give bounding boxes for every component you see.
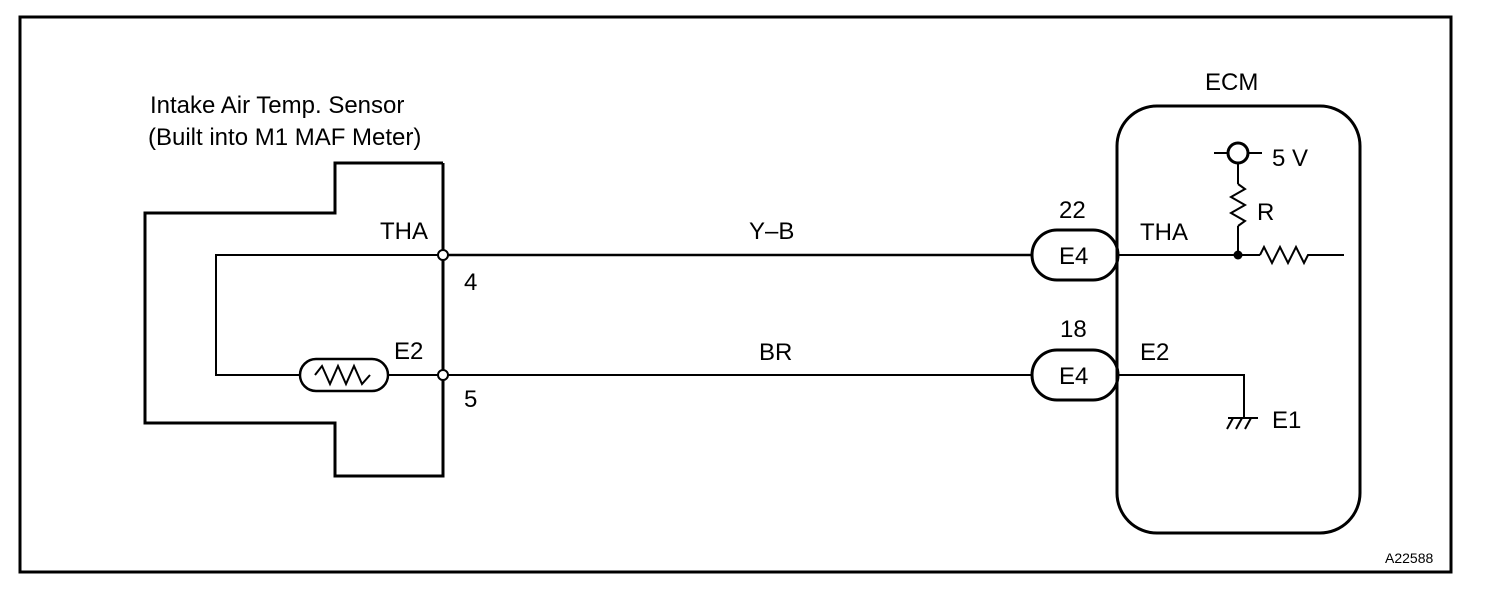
sensor-pin-tha-label: THA	[380, 218, 428, 245]
supply-5v-icon	[1214, 141, 1262, 165]
ecm-tha-label: THA	[1140, 219, 1188, 246]
ecm-resistor-label: R	[1257, 199, 1274, 226]
sensor-internal-wire	[215, 254, 443, 376]
wire-e2-color: BR	[759, 339, 792, 366]
connector-e2-pin-number: 18	[1060, 316, 1087, 343]
diagram-frame	[18, 15, 1453, 574]
sensor-title-line1: Intake Air Temp. Sensor	[150, 92, 404, 119]
terminal-tha-circle	[437, 249, 449, 261]
ecm-box	[1115, 104, 1362, 535]
sensor-housing	[143, 161, 445, 478]
ecm-wire-e2	[1118, 374, 1245, 418]
thermistor-icon	[298, 357, 390, 393]
sensor-pin-e2-label: E2	[394, 338, 423, 365]
ecm-title: ECM	[1205, 69, 1258, 96]
connector-tha-pin-number: 22	[1059, 197, 1086, 224]
sensor-pin-e2-number: 5	[464, 386, 477, 413]
sensor-title-line2: (Built into M1 MAF Meter)	[148, 124, 421, 151]
ecm-ground-label: E1	[1272, 407, 1301, 434]
ecm-internal-resistor	[1259, 244, 1344, 266]
connector-tha-name: E4	[1059, 243, 1088, 270]
ecm-supply-voltage: 5 V	[1272, 145, 1308, 172]
sensor-pin-tha-number: 4	[464, 269, 477, 296]
terminal-e2-circle	[437, 369, 449, 381]
pullup-resistor-r	[1228, 183, 1248, 227]
connector-e2-name: E4	[1059, 363, 1088, 390]
ground-icon	[1226, 417, 1258, 430]
ecm-e2-label: E2	[1140, 339, 1169, 366]
wire-tha-color: Y–B	[749, 218, 794, 245]
figure-id: A22588	[1385, 550, 1433, 566]
